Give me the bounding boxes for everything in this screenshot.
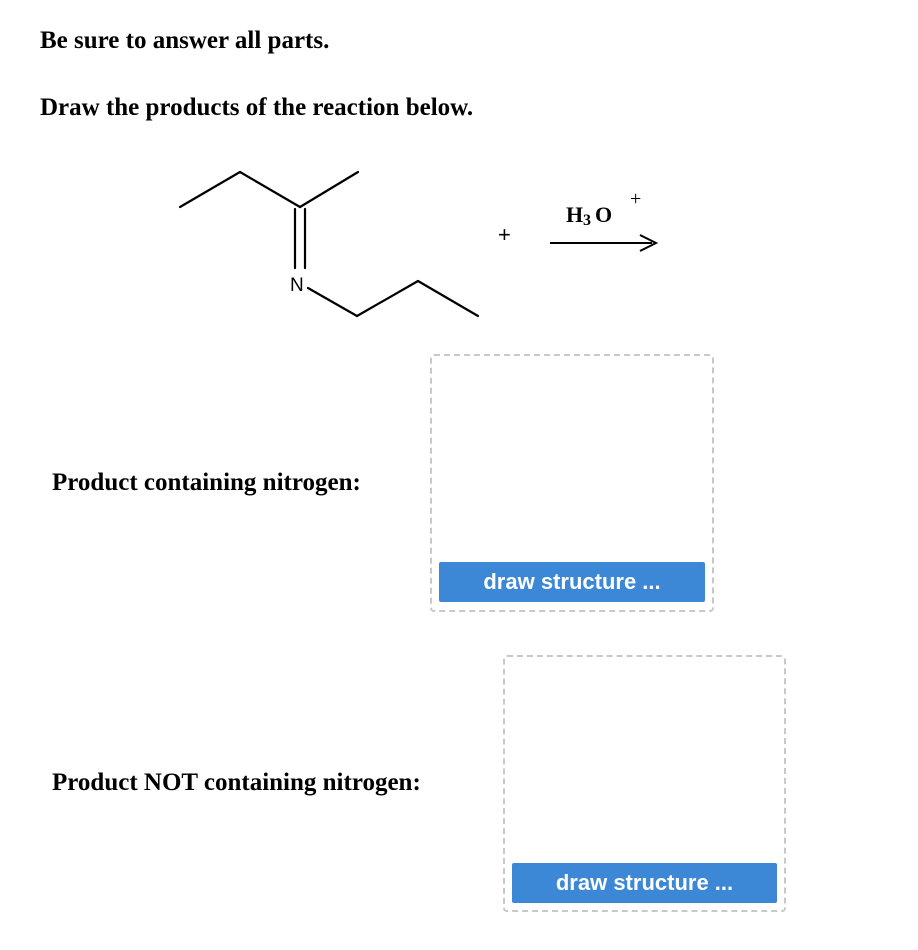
reagent-oxygen: O <box>595 202 612 227</box>
label-product-without-nitrogen: Product NOT containing nitrogen: <box>52 769 421 796</box>
reagent-h: H <box>566 202 583 227</box>
imine-structure <box>178 170 480 318</box>
label-product-with-nitrogen: Product containing nitrogen: <box>52 469 361 496</box>
instruction-answer-all: Be sure to answer all parts. <box>40 27 330 54</box>
nitrogen-atom-label: N <box>290 275 304 296</box>
draw-structure-button[interactable]: draw structure ... <box>439 562 705 602</box>
reagent-subscript: 3 <box>583 212 591 229</box>
drawing-area-product-without-nitrogen[interactable]: draw structure ... <box>503 655 786 912</box>
reaction-scheme: N + H 3 O + <box>178 170 659 318</box>
instruction-draw-products: Draw the products of the reaction below. <box>40 94 474 121</box>
drawing-area-product-with-nitrogen[interactable]: draw structure ... <box>430 354 714 612</box>
reaction-arrow <box>550 234 659 252</box>
draw-structure-button[interactable]: draw structure ... <box>512 863 777 903</box>
reagent-charge: + <box>630 188 641 210</box>
plus-sign: + <box>498 222 511 247</box>
